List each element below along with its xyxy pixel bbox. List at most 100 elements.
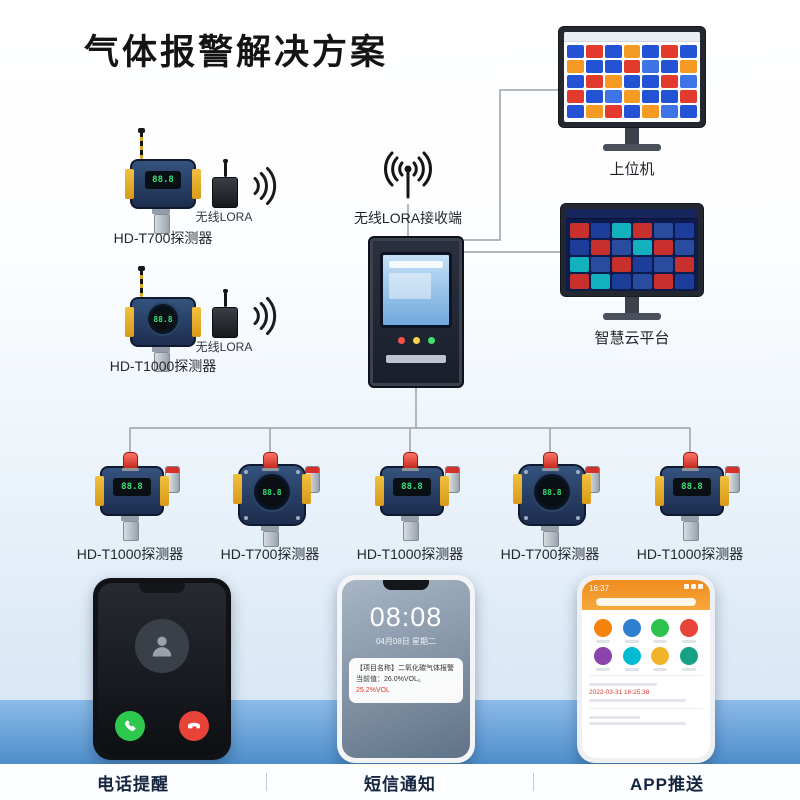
tile-cell [642,90,660,103]
antenna-icon [138,128,145,159]
ctile-cell [675,223,694,238]
led-yellow [412,337,420,344]
tile-cell [604,75,622,88]
ctile-cell [633,240,652,255]
record-timestamp: 2022-03-31 16:25:38 [589,689,650,696]
footer-item-sms: 短信通知 [364,774,436,794]
tile-cell [661,105,679,118]
footer-divider [533,773,534,791]
ctile-cell [591,257,610,272]
tile-cell [585,45,603,58]
sensor-nut [681,514,699,521]
detector-hd-t1000-wireless: 88.8 [118,266,208,372]
tile-cell [661,60,679,73]
detector-hd-t1000: 88.8 [640,452,740,548]
tile-cell [680,60,697,73]
tile-cell [642,45,660,58]
bolt [576,470,580,474]
answer-call-button [115,711,145,741]
alarm-beacon [682,452,699,471]
phone-icon [124,720,136,732]
mount-wing [233,474,242,504]
sensor-cylinder [263,531,279,547]
ctile-cell [612,257,631,272]
mount-wing [192,307,201,337]
cabinet-screen [380,252,452,328]
bolt [524,516,528,520]
page-title: 气体报警解决方案 [84,33,389,72]
sensor-nut [152,207,170,214]
phone-call [93,578,231,760]
antenna-icon [138,266,145,297]
cabinet-status-leds [370,337,462,344]
led-green [427,337,435,344]
screen-toolbar [564,32,700,42]
cloud-monitor-screen [566,209,698,291]
phone-call-screen [98,583,226,755]
signal-waves-icon [253,167,277,205]
detector-display: 88.8 [673,478,711,496]
bolt [244,516,248,520]
mount-wing [375,476,384,506]
tile-cell [642,105,660,118]
footer-divider [266,773,267,791]
sensor-nut [121,514,139,521]
sensor-cylinder [154,214,170,234]
bolt [296,470,300,474]
mount-wing [582,474,591,504]
tile-cell [567,75,584,88]
ctile-cell [633,274,652,289]
lora-transmitter-module [212,289,238,338]
host-monitor: 上位机 [558,26,706,179]
lora-module-body [212,307,238,338]
phone-app-screen: 16:37 2022-03-31 16:25:38 [582,580,710,758]
mount-wing [192,169,201,199]
antenna-icon [222,159,228,177]
detector-hd-t700-wireless: 88.8 [118,128,208,234]
signal-waves-icon [253,297,277,335]
footer-item-call: 电话提醒 [97,774,169,794]
antenna-icon [222,289,228,307]
footer-item-app: APP推送 [630,774,704,794]
monitor-neck [625,128,639,144]
ctile-cell [570,240,589,255]
cloud-monitor-label: 智慧云平台 [594,330,670,347]
tile-cell [642,75,660,88]
tile-cell [661,45,679,58]
detector-label: HD-T1000探测器 [76,546,184,562]
ctile-cell [675,240,694,255]
mount-wing [655,476,664,506]
detector-hd-t700: 88.8 [500,452,600,548]
phone-down-icon [188,722,200,729]
phone-notch [383,580,429,590]
app-header: 16:37 [582,580,710,610]
tile-cell [567,45,584,58]
aicon-cell [651,619,670,643]
ctile-cell [612,223,631,238]
cloud-screen-grid [566,219,698,291]
ctile-cell [591,223,610,238]
sms-notification-card: 【项目名称】二氧化碳气体报警 当前值：26.0%VOL。 25.2%VOL [349,658,463,703]
decline-call-button [179,711,209,741]
tile-cell [661,75,679,88]
cloud-monitor: 智慧云平台 [560,203,704,348]
detector-label: HD-T700探测器 [220,546,320,562]
monitor-frame [560,203,704,297]
mount-wing [720,476,729,506]
lora-transmitter-module [212,159,238,208]
lock-screen-date: 04月08日 星期二 [375,637,437,646]
phone-app: 16:37 2022-03-31 16:25:38 [577,575,715,763]
person-icon [152,636,172,657]
text-placeholder [589,716,641,719]
ctile-cell [633,257,652,272]
sensor-cylinder [543,531,559,547]
tile-cell [661,90,679,103]
tile-cell [623,45,641,58]
ctile-cell [570,223,589,238]
app-record-list: 2022-03-31 16:25:38 [582,671,710,731]
status-bar-time: 16:37 [589,584,610,593]
lora-label: 无线LORA [195,210,253,224]
ctile-cell [675,274,694,289]
mount-wing [513,474,522,504]
tile-cell [585,75,603,88]
